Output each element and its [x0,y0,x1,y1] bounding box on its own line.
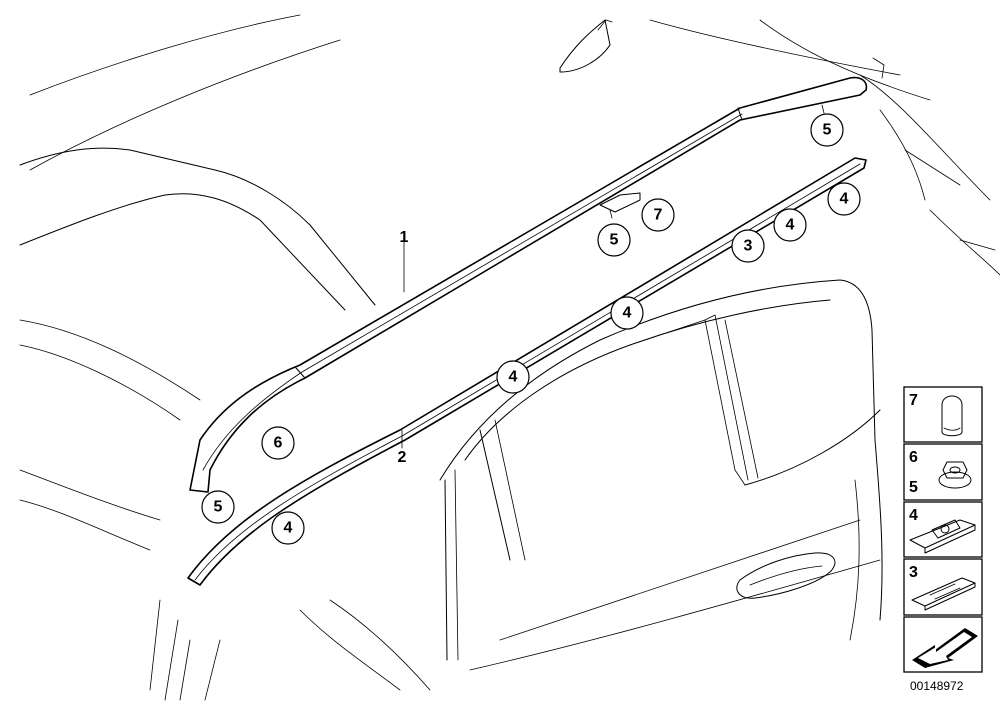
legend-item-3[interactable]: 3 [903,558,983,616]
svg-text:3: 3 [744,238,753,255]
legend-item-7[interactable]: 7 [903,386,983,443]
part-label-1: 1 [400,229,409,246]
svg-text:4: 4 [623,305,632,322]
svg-text:4: 4 [509,369,518,386]
cap-icon [941,395,963,437]
svg-text:6: 6 [274,435,283,452]
svg-text:5: 5 [214,499,223,516]
roof-moulding-part-2 [187,157,867,586]
svg-text:4: 4 [284,520,293,537]
legend-item-6-5[interactable]: 6 5 [903,443,983,501]
car-body-outline [19,14,1000,701]
callout-4-lower-center[interactable]: 4 [496,360,530,394]
svg-text:4: 4 [786,217,795,234]
clip-icon-large [909,519,976,554]
callout-4-right-1[interactable]: 4 [827,182,861,216]
callout-6[interactable]: 6 [261,426,295,460]
callout-4-center[interactable]: 4 [610,296,644,330]
callout-4-right-2[interactable]: 4 [773,208,807,242]
svg-text:4: 4 [840,191,849,208]
legend-item-4[interactable]: 4 [903,501,983,558]
callout-3[interactable]: 3 [731,229,765,263]
svg-text:3: 3 [909,564,918,581]
nut-icon [938,461,972,489]
callout-4-left[interactable]: 4 [271,511,305,545]
part-label-2: 2 [398,449,407,466]
callout-5-left[interactable]: 5 [201,490,235,524]
callout-5-top-right[interactable]: 5 [810,113,844,147]
svg-text:5: 5 [909,479,918,496]
svg-text:5: 5 [823,122,832,139]
svg-text:5: 5 [610,232,619,249]
svg-text:6: 6 [909,449,918,466]
legend-arrow [903,616,983,673]
part-leaders [401,241,405,449]
svg-text:4: 4 [909,507,918,524]
roof-rail-part-1 [189,76,868,493]
clip-icon-small [911,577,976,611]
parts-legend: 7 6 5 4 [903,386,983,693]
arrow-icon [912,628,978,668]
callout-7[interactable]: 7 [641,198,675,232]
callout-5-middle[interactable]: 5 [597,223,631,257]
svg-text:7: 7 [909,392,918,409]
svg-text:7: 7 [654,207,663,224]
diagram-id: 00148972 [910,679,964,693]
